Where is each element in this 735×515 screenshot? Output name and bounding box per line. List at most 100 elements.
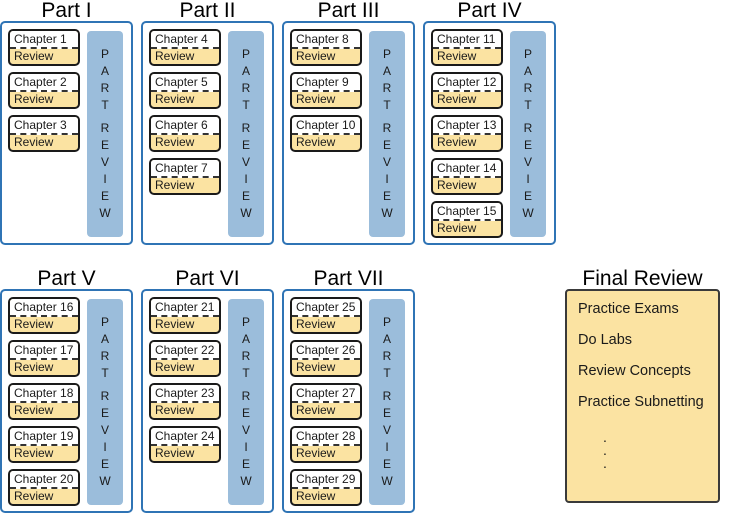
chapter-label: Chapter 19 (10, 428, 78, 446)
part-review-letter: R (382, 121, 392, 135)
chapter-label: Chapter 10 (292, 117, 360, 135)
part-review-letter: W (522, 206, 534, 220)
chapter-review-label: Review (155, 135, 195, 149)
part-review-letter: R (523, 81, 533, 95)
final-review-item: Review Concepts (578, 363, 691, 379)
chapter-review-label: Review (437, 92, 477, 106)
ellipsis-dot: . (603, 429, 607, 445)
part-review-letter: V (241, 423, 250, 437)
chapter-label: Chapter 12 (433, 74, 501, 92)
part-review-letter: A (100, 64, 109, 78)
part-review-letter: R (382, 349, 392, 363)
part-review-letter: R (241, 349, 251, 363)
part-title: Part I (41, 0, 92, 22)
part-review-letter: P (100, 47, 109, 61)
chapter-label: Chapter 4 (151, 31, 219, 49)
chapter-label: Chapter 26 (292, 342, 360, 360)
chapter-review-label: Review (155, 92, 195, 106)
chapter-label: Chapter 5 (151, 74, 219, 92)
part-review-letter: T (101, 366, 109, 380)
chapter-label: Chapter 24 (151, 428, 219, 446)
part-review-letter: R (100, 121, 110, 135)
part-review-letter: E (523, 138, 532, 152)
ellipsis-dot: . (603, 455, 607, 471)
part-review-letter: W (240, 474, 252, 488)
part-review-letter: P (382, 315, 391, 329)
part-review-letter: R (100, 389, 110, 403)
chapter-review-label: Review (296, 489, 336, 503)
chapter-label: Chapter 18 (10, 385, 78, 403)
chapter-label: Chapter 21 (151, 299, 219, 317)
part-review-letter: E (241, 406, 250, 420)
chapter-review-label: Review (437, 49, 477, 63)
chapter-review-label: Review (155, 49, 195, 63)
part-review-letter: V (100, 155, 109, 169)
chapter-review-label: Review (14, 49, 54, 63)
chapter-label: Chapter 7 (151, 160, 219, 178)
part-review-letter: W (381, 474, 393, 488)
part-review-letter: E (100, 406, 109, 420)
part-review-letter: I (103, 440, 107, 454)
chapter-label: Chapter 17 (10, 342, 78, 360)
chapter-review-label: Review (155, 178, 195, 192)
part-review-letter: P (523, 47, 532, 61)
part-review-letter: E (241, 457, 250, 471)
part-review-letter: R (100, 81, 110, 95)
chapter-label: Chapter 20 (10, 471, 78, 489)
part-review-letter: R (241, 389, 251, 403)
part-review-letter: T (383, 98, 391, 112)
part-review-letter: W (240, 206, 252, 220)
chapter-label: Chapter 27 (292, 385, 360, 403)
chapter-review-label: Review (155, 403, 195, 417)
part-review-letter: R (382, 389, 392, 403)
chapter-label: Chapter 9 (292, 74, 360, 92)
chapter-review-label: Review (155, 446, 195, 460)
part-review-letter: W (99, 206, 111, 220)
chapter-review-label: Review (437, 178, 477, 192)
chapter-review-label: Review (296, 49, 336, 63)
part-review-letter: P (241, 315, 250, 329)
part-review-letter: A (523, 64, 532, 78)
chapter-review-label: Review (296, 317, 336, 331)
final-review-item: Do Labs (578, 332, 633, 348)
part-review-letter: E (100, 189, 109, 203)
chapter-label: Chapter 6 (151, 117, 219, 135)
part-review-letter: T (101, 98, 109, 112)
part-review-letter: V (382, 155, 391, 169)
part-review-letter: T (524, 98, 532, 112)
chapter-review-label: Review (14, 446, 54, 460)
part-title: Part VII (313, 267, 384, 290)
part-review-letter: E (382, 406, 391, 420)
part-review-letter: V (241, 155, 250, 169)
part-review-letter: E (100, 457, 109, 471)
part-review-letter: R (241, 121, 251, 135)
part-review-letter: T (242, 98, 250, 112)
chapter-label: Chapter 23 (151, 385, 219, 403)
